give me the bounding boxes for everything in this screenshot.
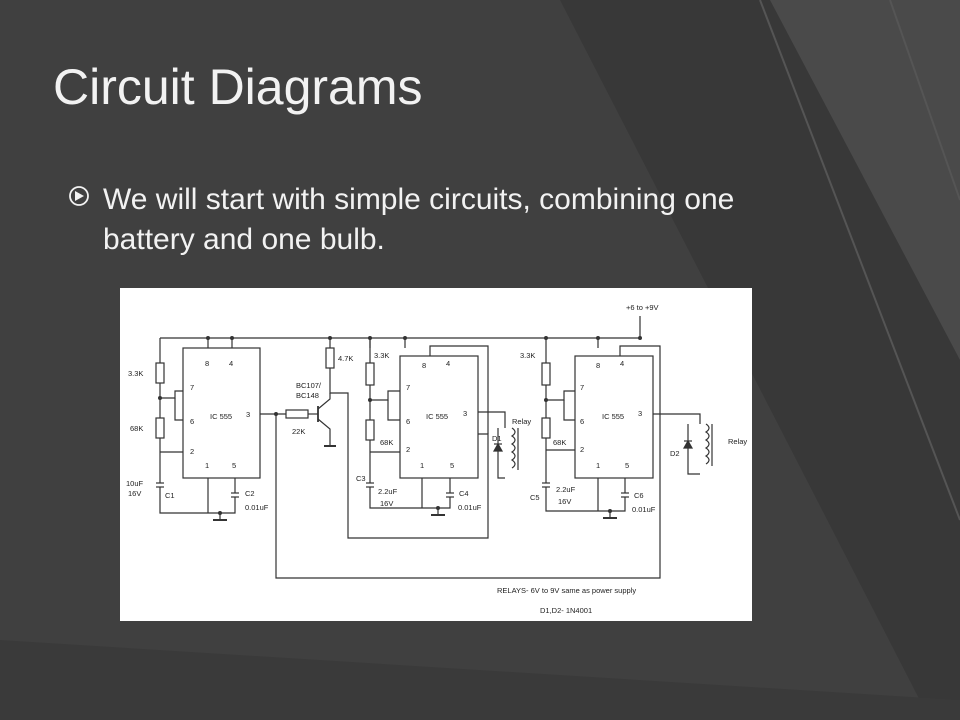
stage1-cap-name: C1 xyxy=(165,491,175,500)
stage2-ic: IC 555 xyxy=(426,412,448,421)
slide-title: Circuit Diagrams xyxy=(53,59,423,115)
stage1-pin4: 4 xyxy=(229,359,233,368)
stage3-ic: IC 555 xyxy=(602,412,624,421)
stage2-pin8: 8 xyxy=(422,361,426,370)
stage3-pin2: 2 xyxy=(580,445,584,454)
stage1-ic: IC 555 xyxy=(210,412,232,421)
stage1-cap: 10uF xyxy=(126,479,144,488)
stage2-cap-v: 16V xyxy=(380,499,393,508)
circle-arrow-bullet-icon xyxy=(69,186,89,206)
stage2-pin1: 1 xyxy=(420,461,424,470)
stage1-cap-out: C2 xyxy=(245,489,255,498)
stage3-diode: D2 xyxy=(670,449,680,458)
diagram-note-diodes: D1,D2- 1N4001 xyxy=(540,606,592,615)
stage3-cap-out: C6 xyxy=(634,491,644,500)
stage2-cap-out: C4 xyxy=(459,489,469,498)
junction-dots xyxy=(158,336,642,515)
stage2-pin2: 2 xyxy=(406,445,410,454)
decorative-line-2 xyxy=(889,0,960,201)
transistor-r-base: 22K xyxy=(292,427,305,436)
decorative-stripe-dark xyxy=(560,0,960,720)
stage2-r-mid: 68K xyxy=(380,438,393,447)
stage3-cap-out-val: 0.01uF xyxy=(632,505,656,514)
stage2-pin6: 6 xyxy=(406,417,410,426)
stage1-pin1: 1 xyxy=(205,461,209,470)
stage1-pin5: 5 xyxy=(232,461,236,470)
circuit-diagram: +6 to +9V 3.3K 68K 10uF 16V C1 IC 555 8 … xyxy=(120,288,752,621)
stage3-pin6: 6 xyxy=(580,417,584,426)
stage2-pin7: 7 xyxy=(406,383,410,392)
stage3-pin3: 3 xyxy=(638,409,642,418)
stage2-pin4: 4 xyxy=(446,359,450,368)
stage2-pin3: 3 xyxy=(463,409,467,418)
decorative-stripe-light xyxy=(770,0,960,360)
stage2-relay: Relay xyxy=(512,417,531,426)
decorative-line-1 xyxy=(759,0,960,521)
stage3-pin7: 7 xyxy=(580,383,584,392)
stage2-diode: D1 xyxy=(492,434,502,443)
transistor-model-a: BC107/ xyxy=(296,381,322,390)
stage1-pin3: 3 xyxy=(246,410,250,419)
stage2-pin5: 5 xyxy=(450,461,454,470)
diagram-note-relays: RELAYS- 6V to 9V same as power supply xyxy=(497,586,636,595)
stage1-cap-out-val: 0.01uF xyxy=(245,503,269,512)
stage3-cap-v: 16V xyxy=(558,497,571,506)
stage2-r-top: 3.3K xyxy=(374,351,389,360)
stage3-cap: 2.2uF xyxy=(556,485,576,494)
stage2-cap: 2.2uF xyxy=(378,487,398,496)
circuit-wiring xyxy=(155,316,713,579)
stage2-cap-name: C3 xyxy=(356,474,366,483)
stage3-pin8: 8 xyxy=(596,361,600,370)
stage1-cap-v: 16V xyxy=(128,489,141,498)
stage3-pin4: 4 xyxy=(620,359,624,368)
stage2-cap-out-val: 0.01uF xyxy=(458,503,482,512)
stage3-relay: Relay xyxy=(728,437,747,446)
supply-label: +6 to +9V xyxy=(626,303,659,312)
stage1-pin6: 6 xyxy=(190,417,194,426)
stage3-cap-name: C5 xyxy=(530,493,540,502)
stage3-r-top: 3.3K xyxy=(520,351,535,360)
stage1-r-top: 3.3K xyxy=(128,369,143,378)
bullet-text: We will start with simple circuits, comb… xyxy=(103,183,735,256)
stage3-r-mid: 68K xyxy=(553,438,566,447)
transistor-r-collector: 4.7K xyxy=(338,354,353,363)
stage1-pin2: 2 xyxy=(190,447,194,456)
stage1-pin8: 8 xyxy=(205,359,209,368)
stage3-pin1: 1 xyxy=(596,461,600,470)
stage1-r-mid: 68K xyxy=(130,424,143,433)
transistor-model-b: BC148 xyxy=(296,391,319,400)
decorative-stripe-bottom xyxy=(0,640,960,720)
stage1-pin7: 7 xyxy=(190,383,194,392)
stage3-pin5: 5 xyxy=(625,461,629,470)
